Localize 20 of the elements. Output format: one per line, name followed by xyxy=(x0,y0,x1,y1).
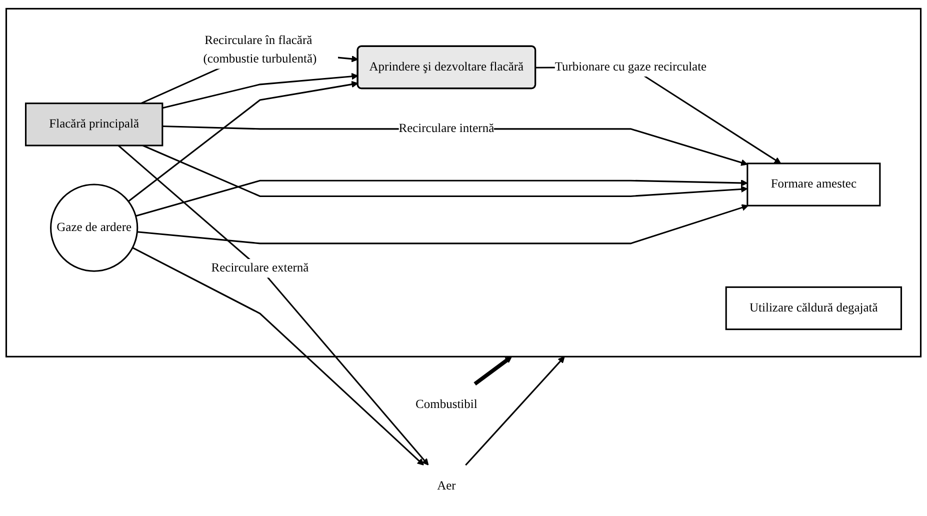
cluster xyxy=(5,8,922,358)
arrow xyxy=(465,356,565,466)
node-box: Utilizare căldură degajată xyxy=(725,286,902,330)
edge-label: Turbionare cu gaze recirculate xyxy=(554,60,707,74)
node-text: Combustibil xyxy=(416,398,478,412)
node-box: Formare amestec xyxy=(746,162,881,206)
arrow xyxy=(137,204,749,244)
arrow xyxy=(162,72,358,109)
arrow xyxy=(118,144,429,466)
arrow xyxy=(136,180,748,217)
node-text: Aer xyxy=(437,479,456,492)
arrow xyxy=(474,356,512,386)
edge-label: Recirculare externă xyxy=(211,261,309,275)
edge-label: Recirculare internă xyxy=(398,122,494,136)
arrow xyxy=(142,144,748,198)
edge-label: Recirculare în flacără (combustie turbulentă) xyxy=(203,34,317,66)
node-box: Flacără principală xyxy=(24,102,164,146)
node-circle: Gaze de ardere xyxy=(50,184,138,272)
arrow xyxy=(132,247,424,466)
arrow xyxy=(128,80,358,202)
